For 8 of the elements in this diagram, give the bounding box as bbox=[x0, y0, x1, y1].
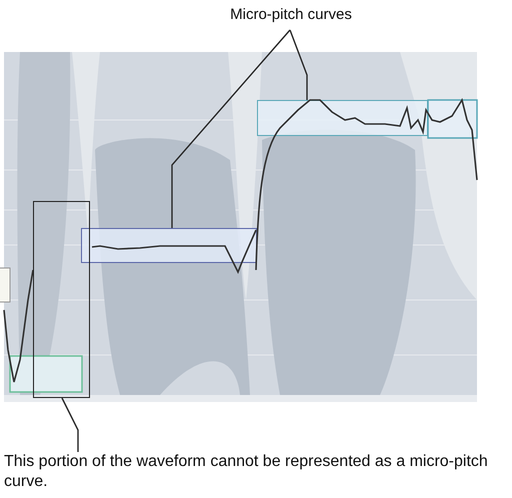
selection-rectangle bbox=[33, 201, 90, 398]
callout-text: Micro-pitch curves bbox=[196, 6, 386, 28]
leader-line bbox=[61, 398, 79, 452]
callout-text: This portion of the waveform cannot be represented as a micro-pitch curve. bbox=[4, 452, 494, 496]
note-block bbox=[81, 228, 257, 263]
leader-line bbox=[289, 30, 308, 100]
leader-line bbox=[171, 30, 291, 228]
note-block bbox=[257, 100, 428, 136]
